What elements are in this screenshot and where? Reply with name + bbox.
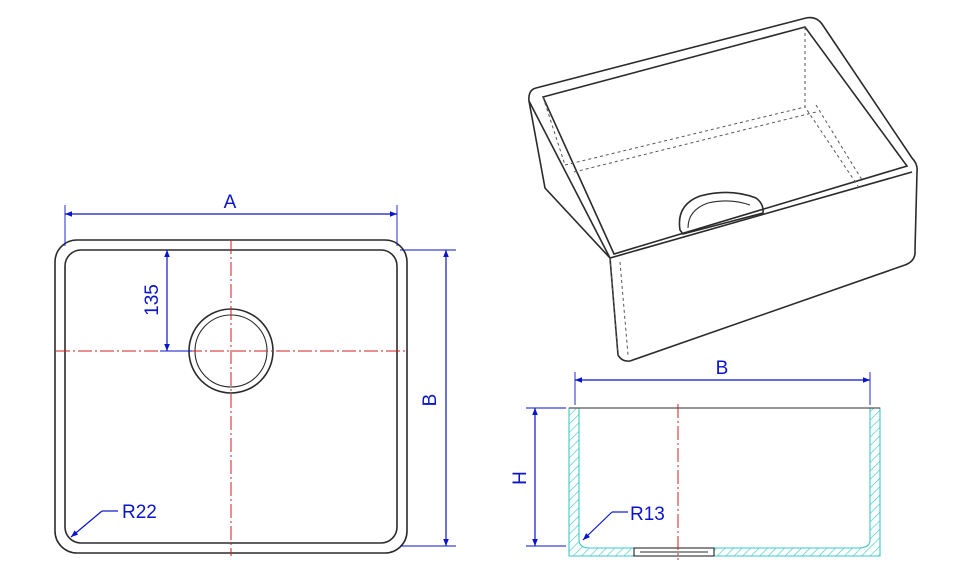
sink-inner-rim [541,26,909,255]
dimension-b-top: B [400,249,456,547]
hidden-bowl-lines [542,27,863,356]
iso-waste-hole [678,191,764,235]
radius-label-r13: R13 [630,504,665,525]
radius-leader-r13: R13 [582,504,665,541]
dimension-label-b-top: B [420,394,441,407]
dimension-b-section: B [574,358,871,405]
radius-label-r22: R22 [122,502,157,523]
section-view: B H R13 [510,358,881,560]
dimension-label-b-section: B [716,358,729,379]
section-right-wall [713,407,881,557]
sink-front-edge [528,100,913,259]
dimension-a: A [64,192,398,246]
section-waste [633,547,715,557]
radius-leader-r22: R22 [70,502,157,538]
dimension-label-a: A [224,192,237,213]
sink-body-outline [528,16,918,362]
dimension-label-h: H [510,471,531,485]
dimension-h: H [510,407,566,547]
section-left-wall [568,407,635,557]
isometric-view [528,16,918,362]
dimension-135: 135 [142,250,192,352]
dimension-label-135: 135 [142,284,163,316]
top-view: A B 135 R22 [54,192,456,556]
